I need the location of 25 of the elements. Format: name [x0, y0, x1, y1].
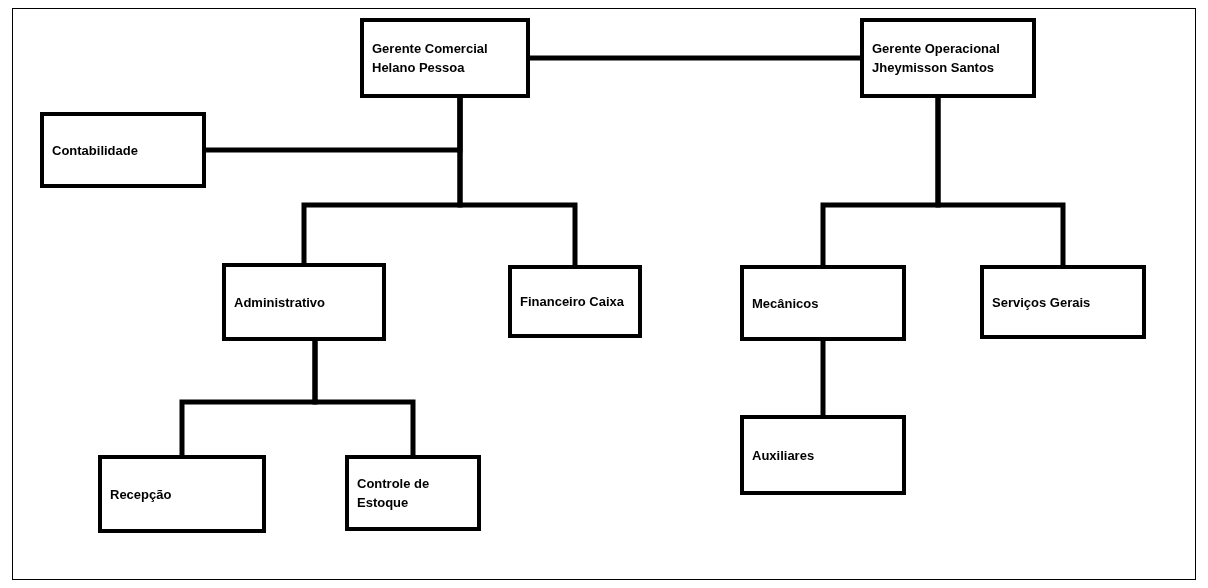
org-box	[508, 265, 642, 338]
box-label: Auxiliares	[752, 446, 815, 465]
box-label: Administrativo	[234, 293, 325, 312]
box-label: Controle de Estoque	[357, 475, 431, 512]
org-box	[345, 455, 481, 531]
org-box	[860, 18, 1036, 98]
box-label: Serviços Gerais	[992, 293, 1091, 312]
org-box	[222, 263, 386, 341]
org-box	[360, 18, 530, 98]
box-label: Gerente Comercial Helano Pessoa	[372, 40, 489, 77]
connector-line	[457, 98, 578, 265]
box-label: Recepção	[110, 485, 172, 504]
org-box	[740, 415, 906, 495]
org-box	[40, 112, 206, 188]
org-box	[980, 265, 1146, 339]
connector-line	[312, 341, 416, 455]
org-box	[740, 265, 906, 341]
box-label: Mecânicos	[752, 294, 819, 313]
connector-line	[820, 341, 826, 415]
connector-line	[530, 55, 860, 61]
connector-line	[935, 98, 1066, 265]
org-box	[98, 455, 266, 533]
box-label: Contabilidade	[52, 141, 138, 160]
box-label: Gerente Operacional Jheymisson Santos	[872, 40, 1001, 77]
box-label: Financeiro Caixa	[520, 293, 625, 311]
